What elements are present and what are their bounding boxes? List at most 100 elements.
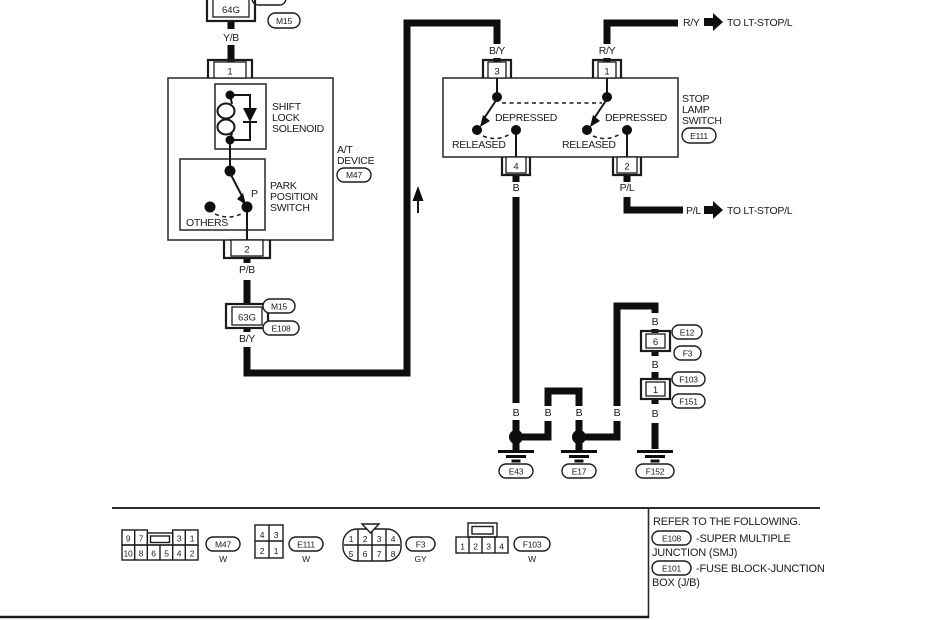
cavity-number: 2: [190, 549, 195, 559]
out-destination: TO LT-STOP/L: [727, 17, 793, 29]
connector-oval-e111: [288, 536, 324, 552]
wire-label-b: B: [652, 408, 659, 420]
mid-connector-chain: P/B 63G M15 E108 B/Y: [224, 264, 300, 345]
switch-common-dot: [224, 165, 236, 177]
depressed-label: DEPRESSED: [495, 112, 558, 124]
cavity-number: 4: [391, 534, 396, 544]
switch-arm: [229, 172, 244, 199]
ground-icon: [637, 450, 673, 463]
stop-lamp-switch-title: LAMP: [682, 104, 710, 116]
connector-label-e108: E108: [662, 534, 682, 544]
ground-oval-e17: [561, 463, 597, 479]
depressed-label: DEPRESSED: [605, 112, 668, 124]
connector-label-f3: F3: [416, 540, 426, 550]
wire-label-b: B: [652, 316, 659, 328]
wire-right-riser: [613, 302, 659, 406]
keying-notch: [360, 523, 381, 535]
clipped-oval: [251, 0, 287, 6]
connector-oval-f151: [671, 393, 706, 409]
switch-arm-arrowhead: [480, 115, 490, 127]
out-destination: TO LT-STOP/L: [727, 205, 793, 217]
notes-section: REFER TO THE FOLLOWING. E108 -SUPER MULT…: [651, 516, 825, 589]
park-position-switch-box: [179, 158, 266, 231]
cavity-number: 1: [349, 534, 354, 544]
connector-color: W: [302, 554, 310, 564]
cavity-number: 5: [349, 549, 354, 559]
wire-main-run: [243, 19, 501, 377]
junction-dot: [225, 90, 235, 100]
wire-segment: [522, 421, 552, 441]
right-connector-chain: 6 E12 F3 1 F103 F151: [639, 324, 706, 409]
ground-f152: F152: [635, 450, 675, 479]
stop-lamp-switch-box: [442, 77, 679, 158]
released-contact-dot: [582, 125, 592, 135]
wire-label-b: B: [513, 407, 520, 419]
connector-label-m15: M15: [276, 16, 292, 26]
connector-oval-f3: [405, 536, 436, 552]
switch-travel-arc: [592, 133, 621, 140]
ground-label-e17: E17: [572, 467, 587, 477]
connector-oval-m47: [336, 167, 372, 183]
connector-label-e111: E111: [690, 131, 708, 141]
connector-color: W: [219, 554, 227, 564]
connector-oval-f3: [673, 345, 702, 361]
connector-color: W: [528, 554, 536, 564]
wire-label-b: B: [652, 359, 659, 371]
connector-oval-f103: [513, 536, 551, 552]
wire-label-pl: P/L: [620, 182, 635, 194]
connector-label-m15: M15: [271, 302, 287, 312]
ground-oval-e43: [498, 463, 534, 479]
pin-bracket: [591, 58, 623, 78]
solenoid-label: LOCK: [272, 112, 300, 124]
cavity-number: 4: [260, 530, 265, 540]
connector-oval-m15: [262, 298, 296, 314]
top-connector-chain: 64G M15 Y/B: [205, 0, 301, 44]
cavity-number: 4: [177, 549, 182, 559]
stop-lamp-switch-title: STOP: [682, 93, 709, 105]
stop-lamp-switch-title: SWITCH: [682, 115, 722, 127]
depressed-contact-dot: [622, 125, 632, 135]
cavity-number: 6: [151, 549, 156, 559]
arrow-up-icon: [412, 186, 424, 201]
wire-label-b: B: [576, 407, 583, 419]
switch-arm-arrowhead: [237, 193, 246, 205]
cavity-number: 2: [473, 542, 478, 552]
depressed-contact-dot: [511, 125, 521, 135]
connector-label-f103: F103: [523, 540, 542, 550]
legend-m47: 9 7 3 1 10 8 6 5 4 2 M47 W: [121, 529, 241, 564]
ground-e43: E43: [498, 450, 534, 479]
cavity-number: 8: [139, 549, 144, 559]
cavity-number: 1: [460, 542, 465, 552]
wire-label-by: B/Y: [239, 333, 255, 345]
connector-1-box: [645, 381, 666, 397]
connector-6-box: [645, 333, 666, 349]
out-wire-label-ry: R/Y: [683, 17, 700, 29]
wire-label-pb: P/B: [239, 264, 255, 276]
park-switch-label: POSITION: [270, 191, 318, 203]
legend-f3: 1 2 3 4 5 6 7 8 F3 GY: [342, 523, 436, 564]
pin-bracket: [222, 240, 272, 260]
cell-dividers: [468, 537, 496, 553]
connector-63g-box: [231, 306, 263, 326]
cavity-number: 3: [177, 534, 182, 544]
out-wire-label-pl: P/L: [686, 205, 701, 217]
connector-label-e12: E12: [680, 328, 695, 338]
wire-label-by: B/Y: [489, 45, 505, 57]
connector-label-f103: F103: [679, 375, 698, 385]
switch-common-dot: [492, 92, 502, 102]
output-arrows: R/Y TO LT-STOP/L P/L P/L TO LT-STOP/L: [620, 13, 793, 219]
diode-icon: [243, 108, 257, 122]
pin-box: [616, 156, 638, 174]
pin-number: 2: [624, 162, 629, 173]
switch-arm: [592, 98, 608, 121]
connector-oval-e12: [671, 324, 703, 340]
cavity-number: 3: [377, 534, 382, 544]
connector-oval-e101: [651, 560, 692, 576]
ground-section: E43 E17 F152: [498, 430, 675, 479]
connector-63g-label: 63G: [238, 313, 256, 324]
p-label: P: [251, 188, 258, 200]
key-slot: [149, 535, 171, 544]
cavity-number: 2: [260, 546, 265, 556]
cell-dividers: [255, 525, 283, 558]
